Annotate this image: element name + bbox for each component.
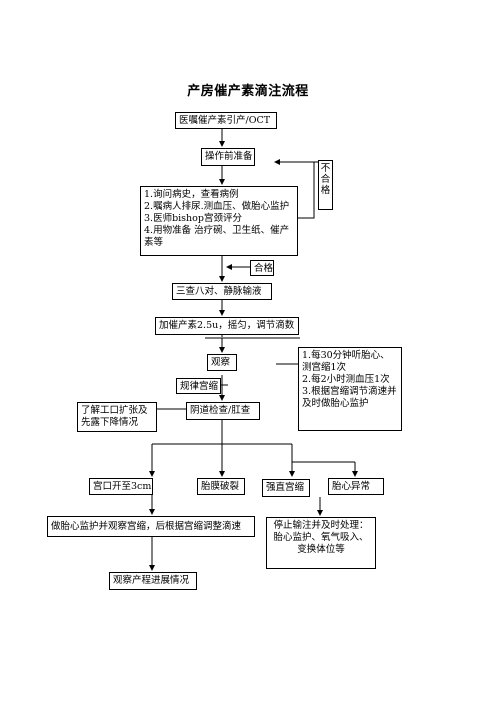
regular-contraction-box: 规律宫缩 (176, 378, 221, 394)
unqualified-box: 不合格 (318, 160, 333, 210)
exam-box: 阴道检查/肛查 (186, 402, 260, 420)
checklist-item: 4.用物准备 治疗碗、卫生纸、催产素等 (144, 225, 290, 248)
qualified-box: 合格 (250, 260, 274, 276)
checklist-item: 1.询问病史，查看病例 (144, 189, 239, 200)
observe-note: 3.根据宫缩调节滴速并及时做胎心监护 (302, 386, 397, 409)
page-title: 产房催产素滴注流程 (187, 84, 309, 99)
cervix-3cm-box: 宫口开至3cm (89, 478, 153, 495)
understand-box: 了解工口扩张及先露下降情况 (77, 402, 157, 432)
observe-note: 1.每30分钟听胎心、测宫缩1次 (302, 350, 390, 373)
observe-note: 2.每2小时测血压1次 (302, 374, 390, 385)
checklist-box: 1.询问病史，查看病例 2.嘱病人排尿.测血压、做胎心监护 3.医师bishop… (140, 186, 298, 256)
checklist-item: 2.嘱病人排尿.测血压、做胎心监护 (144, 201, 290, 212)
monitor-adjust-box: 做胎心监护并观察宫缩，后根据宫缩调整滴速 (47, 516, 255, 537)
add-oxytocin-box: 加催产素2.5u，摇匀，调节滴数 (155, 317, 299, 335)
membrane-rupture-box: 胎膜破裂 (197, 478, 245, 495)
observe-box: 观察 (207, 354, 237, 371)
stop-infusion-box: 停止输注并及时处理：胎心监护、氧气吸入、变换体位等 (266, 517, 376, 569)
observe-notes-box: 1.每30分钟听胎心、测宫缩1次 2.每2小时测血压1次 3.根据宫缩调节滴速并… (298, 347, 402, 431)
fetal-abnormal-box: 胎心异常 (328, 478, 384, 495)
strong-contraction-box: 强直宫缩 (262, 479, 310, 497)
observe-progress-box: 观察产程进展情况 (109, 572, 197, 590)
iv-box: 三查八对、静脉输液 (172, 283, 272, 300)
checklist-item: 3.医师bishop宫颈评分 (144, 213, 242, 224)
order-box: 医嘱催产素引产/OCT (175, 112, 277, 129)
prep-box: 操作前准备 (201, 148, 255, 166)
